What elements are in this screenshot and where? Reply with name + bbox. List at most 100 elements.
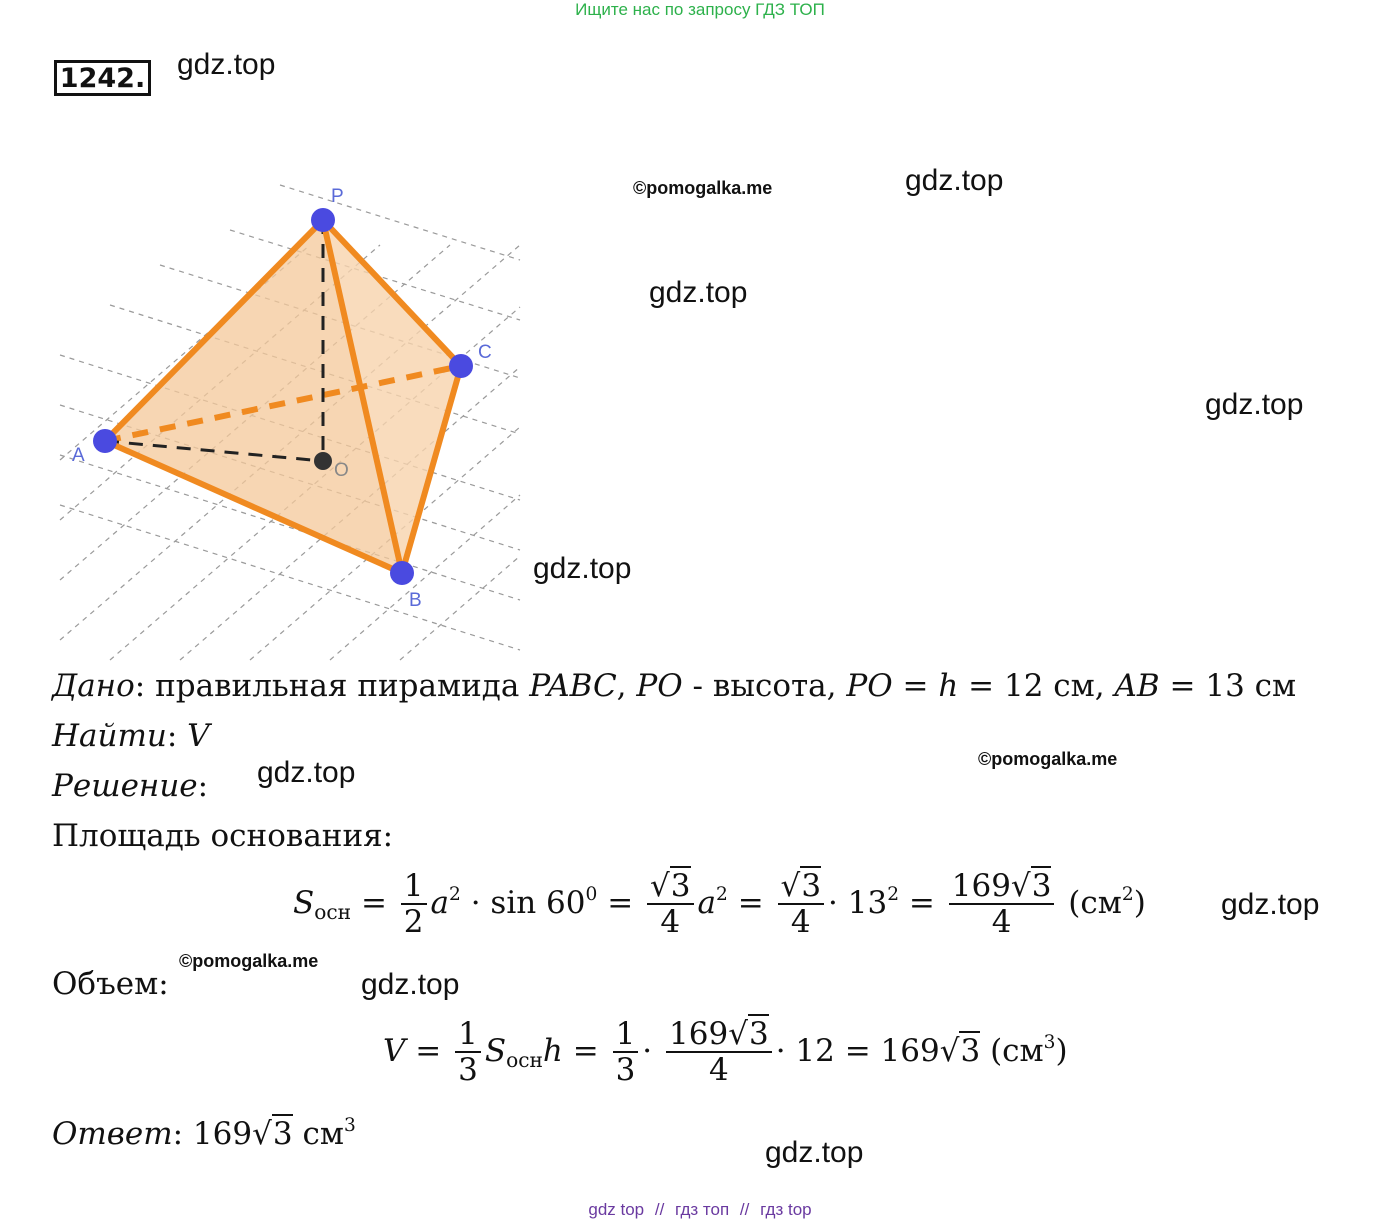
answer-label: Ответ: [52, 1116, 173, 1152]
answer-unit: см: [302, 1116, 344, 1152]
watermark: gdz.top: [361, 968, 460, 1001]
label-a: A: [72, 445, 85, 466]
footer: gdz top // гдз топ // гдз top: [0, 1200, 1400, 1220]
f1-two: 2: [403, 903, 424, 940]
edge-pb: [320, 219, 405, 574]
given-line: Дано: правильная пирамида PABC, PO - выс…: [52, 668, 1297, 704]
given-h-value: 12 см,: [1003, 668, 1105, 704]
footer-sep-1: //: [654, 1200, 665, 1219]
edge-bc: [399, 365, 464, 574]
f2-s: S: [484, 1032, 507, 1069]
label-o: O: [334, 460, 349, 481]
f2-three: 3: [458, 1051, 478, 1088]
edge-ab: [103, 438, 404, 576]
footer-link-2[interactable]: гдз топ: [675, 1200, 730, 1219]
f2-sqrt3b: 3: [959, 1030, 981, 1069]
f1-unit: см: [1080, 884, 1122, 921]
label-p: P: [331, 186, 344, 207]
f1-fourb: 4: [790, 903, 811, 940]
f1-sq3: 2: [887, 883, 900, 905]
footer-link-1[interactable]: gdz top: [588, 1200, 645, 1219]
watermark: gdz.top: [765, 1136, 864, 1169]
f2-threeb: 3: [615, 1051, 636, 1088]
f1-sub: осн: [314, 899, 352, 924]
point-p: [311, 208, 335, 232]
f2-four: 4: [708, 1051, 729, 1088]
f1-four: 4: [660, 903, 681, 940]
footer-link-3[interactable]: гдз top: [760, 1200, 812, 1219]
point-c: [449, 354, 473, 378]
f2-169: 169: [669, 1016, 729, 1052]
given-seg: PO: [636, 668, 683, 704]
footer-sep-2: //: [739, 1200, 750, 1219]
label-b: B: [409, 590, 422, 611]
watermark: gdz.top: [649, 276, 748, 309]
find-value: V: [187, 718, 210, 754]
f1-s: S: [293, 884, 315, 921]
point-o: [314, 452, 332, 470]
f1-13: 13: [847, 884, 888, 921]
f2-h: h: [542, 1032, 563, 1069]
answer-line: Ответ: 169√3 см3: [52, 1114, 356, 1152]
watermark: gdz.top: [257, 756, 356, 789]
given-seg2: PO: [846, 668, 893, 704]
pyramid-figure: P A B C O: [59, 184, 521, 661]
answer-pow: 3: [343, 1114, 356, 1136]
f2-one: 1: [455, 1018, 481, 1053]
watermark: gdz.top: [533, 552, 632, 585]
edge-pc: [320, 217, 464, 369]
f1-sin: sin 60: [490, 884, 586, 921]
f1-sq: 2: [449, 883, 461, 905]
find-label: Найти: [52, 718, 167, 754]
f1-a: a: [430, 884, 449, 921]
given-ab-value: 13 см: [1205, 668, 1297, 704]
f1-sqrt3b: 3: [800, 866, 822, 904]
f2-169b: 169: [880, 1032, 940, 1069]
watermark: gdz.top: [177, 48, 276, 81]
problem-number: 1242.: [54, 60, 151, 96]
watermark: gdz.top: [1205, 388, 1304, 421]
point-a: [93, 429, 117, 453]
given-ab: AB: [1114, 668, 1160, 704]
copyright-mark: ©pomogalka.me: [978, 749, 1118, 769]
base-area-heading: Площадь основания:: [52, 818, 394, 854]
f1-169: 169: [951, 868, 1011, 904]
f1-sqrt3c: 3: [1030, 866, 1052, 904]
given-label: Дано: [52, 668, 135, 704]
f1-unit-pow: 2: [1121, 883, 1134, 905]
edge-pa: [102, 217, 326, 444]
point-b: [390, 561, 414, 585]
find-line: Найти: V: [52, 718, 210, 754]
copyright-mark: ©pomogalka.me: [633, 178, 773, 198]
edge-ac-hidden: [104, 363, 462, 444]
f1-sq2: 2: [716, 883, 728, 905]
volume-heading: Объем:: [52, 966, 169, 1002]
given-pyramid: PABC: [529, 668, 617, 704]
f1-deg: 0: [585, 883, 598, 905]
f2-sqrt3: 3: [747, 1014, 769, 1052]
given-text2: - высота,: [692, 668, 837, 704]
given-h: h: [938, 668, 959, 704]
f2-12: 12: [795, 1032, 835, 1069]
f1-fourc: 4: [991, 903, 1012, 940]
f2-unit: см: [1002, 1032, 1044, 1069]
label-c: C: [478, 342, 492, 363]
f2-oneb: 1: [612, 1018, 639, 1053]
given-text: правильная пирамида: [155, 668, 520, 704]
f2-sub: осн: [506, 1047, 543, 1072]
f1-sqrt3: 3: [669, 866, 691, 904]
f2-v: V: [383, 1032, 406, 1069]
face-pab: [105, 220, 402, 573]
f1-a2: a: [697, 884, 717, 921]
f1-one: 1: [400, 870, 427, 905]
solution-label: Решение: [52, 768, 198, 804]
